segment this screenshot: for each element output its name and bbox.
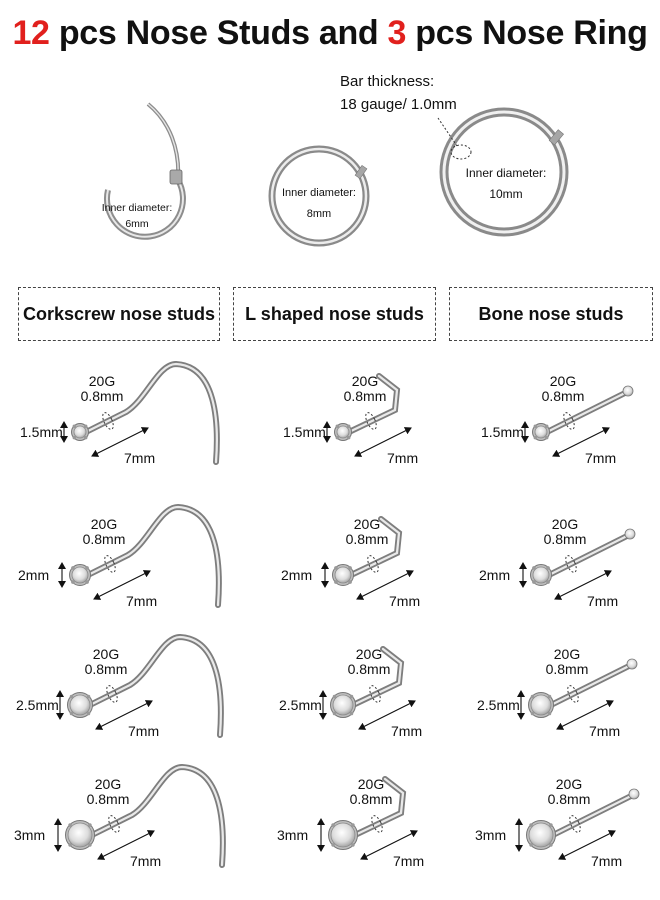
length-label: 7mm [389,593,421,609]
bar-thickness-label: Bar thickness: 18 gauge/ 1.0mm [340,70,457,117]
l-shaped-stud-icon [317,776,418,860]
bar-thickness-line1: Bar thickness: [340,73,435,90]
gauge-value: 20G [549,373,577,389]
gauge-thickness: 0.8mm [347,661,391,677]
bone-stud-icon [517,658,638,730]
gauge-value: 20G [353,516,381,532]
length-label: 7mm [591,853,623,869]
stone-size-label: 3mm [14,827,46,843]
l-shaped-stud-icon [323,373,412,457]
stone-size-label: 2mm [281,567,313,583]
length-label: 7mm [124,450,156,466]
gauge-value: 20G [553,646,581,662]
gauge-thickness: 0.8mm [345,531,389,547]
stone-size-label: 2.5mm [477,697,520,713]
stone-size-label: 1.5mm [283,424,326,440]
length-label: 7mm [587,593,619,609]
gauge-thickness: 0.8mm [84,661,128,677]
length-label: 7mm [391,723,423,739]
gauge-value: 20G [92,646,120,662]
bone-stud-icon [519,528,636,600]
length-label: 7mm [589,723,621,739]
corkscrew-stud-icon [54,763,226,868]
corkscrew-stud-icon [60,360,220,465]
ring-label-line2: 10mm [489,187,523,201]
stone-size-label: 2.5mm [279,697,322,713]
title-count-studs: 12 [12,14,50,52]
title-text-1: pcs Nose Studs and [49,14,388,52]
gauge-thickness: 0.8mm [547,791,591,807]
bar-thickness-line2: 18 gauge/ 1.0mm [340,96,457,114]
gauge-value: 20G [94,776,122,792]
length-label: 7mm [128,723,160,739]
length-label: 7mm [130,853,162,869]
corkscrew-stud-icon [56,633,224,738]
title-count-rings: 3 [387,14,407,52]
gauge-thickness: 0.8mm [545,661,589,677]
gauge-thickness: 0.8mm [543,531,587,547]
ring-8mm-label: Inner diameter: 8mm [274,183,364,225]
ring-label-line1: Inner diameter: [282,187,356,199]
corkscrew-stud-icon [58,503,222,608]
ring-label-line1: Inner diameter: [101,202,173,214]
hinged-ring-icon [268,145,370,247]
page-title: 12 pcs Nose Studs and 3 pcs Nose Ring [0,14,660,53]
gauge-thickness: 0.8mm [541,388,585,404]
gauge-thickness: 0.8mm [80,388,124,404]
gauge-thickness: 0.8mm [349,791,393,807]
title-text-2: pcs Nose Ring [406,14,648,52]
bone-stud-icon [521,385,634,457]
ring-6mm-label: Inner diameter: 6mm [99,200,175,233]
stone-size-label: 3mm [475,827,507,843]
stone-size-label: 2.5mm [16,697,59,713]
gauge-thickness: 0.8mm [86,791,130,807]
l-shaped-stud-icon [321,516,414,600]
stone-size-label: 1.5mm [20,424,63,440]
stone-size-label: 2mm [479,567,511,583]
length-label: 7mm [393,853,425,869]
ring-label-line2: 8mm [306,207,332,220]
header-l-shaped: L shaped nose studs [233,287,436,341]
ring-label-line2: 6mm [125,218,149,231]
gauge-value: 20G [90,516,118,532]
gauge-value: 20G [555,776,583,792]
gauge-thickness: 0.8mm [82,531,126,547]
gauge-thickness: 0.8mm [343,388,387,404]
stone-size-label: 1.5mm [481,424,524,440]
gauge-value: 20G [351,373,379,389]
gauge-value: 20G [355,646,383,662]
header-bone: Bone nose studs [449,287,653,341]
hinged-ring-icon [103,102,186,240]
length-label: 7mm [387,450,419,466]
header-corkscrew: Corkscrew nose studs [18,287,220,341]
ring-10mm-label: Inner diameter: 10mm [459,163,553,205]
ring-label-line1: Inner diameter: [465,166,547,180]
length-label: 7mm [585,450,617,466]
l-shaped-stud-icon [319,646,416,730]
gauge-value: 20G [357,776,385,792]
length-label: 7mm [126,593,158,609]
stone-size-label: 2mm [18,567,50,583]
gauge-value: 20G [551,516,579,532]
hinged-ring-icon [437,107,569,237]
bone-stud-icon [515,788,640,860]
stone-size-label: 3mm [277,827,309,843]
gauge-value: 20G [88,373,116,389]
